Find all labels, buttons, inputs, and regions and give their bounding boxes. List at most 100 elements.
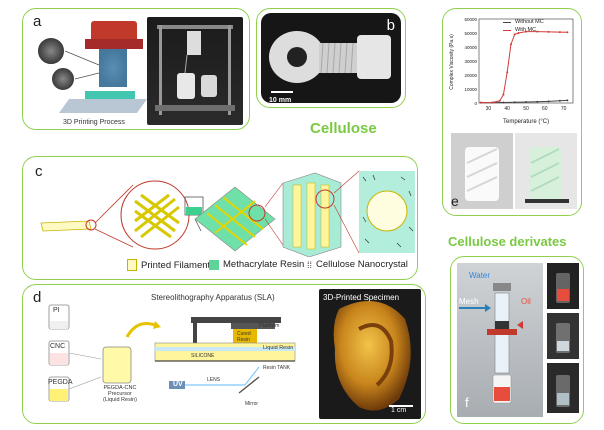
cellulose-nanocrystal-icon: ⁞⁞ [307, 259, 313, 270]
precursor-line-3: (Liquid Resin) [103, 397, 137, 403]
data-point [491, 101, 494, 104]
oil-label: Oil [521, 297, 531, 306]
without-mc-swatch [503, 21, 511, 23]
y-tick-label: 20000 [464, 73, 477, 78]
resin-tank-label: Resin TANK [263, 365, 291, 371]
data-point [502, 93, 505, 96]
specimen-title: 3D-Printed Specimen [323, 293, 400, 302]
legend-without-mc-label: Without MC [515, 19, 544, 25]
printing-process-caption: 3D Printing Process [63, 119, 125, 126]
precursor-label: PEGDA-CNC Precursor (Liquid Resin) [103, 385, 137, 403]
water-label: Water [469, 271, 491, 280]
legend-with-mc-label: With MC [515, 27, 537, 33]
data-point [558, 31, 561, 34]
panel-d-label: d [33, 289, 42, 306]
cured-resin-label: Cured Resin [237, 331, 251, 343]
lens-label: LENS [207, 377, 221, 383]
data-point [513, 101, 516, 104]
data-point [547, 30, 550, 33]
x-tick-label: 50 [523, 106, 529, 112]
panel-c: c [22, 156, 418, 280]
vase-photo-right [515, 133, 577, 209]
sla-illustration [48, 304, 296, 402]
vial-photo-bottom [547, 363, 579, 413]
data-point [558, 99, 561, 102]
y-tick-label: 60000 [464, 17, 477, 22]
data-point [479, 101, 482, 104]
liquid-resin-label: Liquid Resin [263, 345, 294, 351]
separation-photo [457, 263, 543, 417]
panel-d: d Stereolithography Apparatus (SLA) PI C… [22, 284, 426, 424]
panel-a: a 3D Printing Process [22, 8, 250, 130]
legend-cellulose-nanocrystal-label: Cellulose Nanocrystal [316, 259, 408, 270]
cellulose-heading: Cellulose [310, 120, 377, 137]
y-tick-label: 50000 [464, 31, 477, 36]
precursor-line-2: Precursor [108, 391, 132, 397]
panel-b-scale: 10 mm [269, 97, 292, 104]
platform-label: Platform [259, 323, 280, 329]
x-tick-label: 70 [561, 106, 567, 112]
cellulose-derivates-heading: Cellulose derivates [448, 234, 567, 249]
legend-printed-filament-label: Printed Filament [141, 259, 211, 271]
legend-with-mc: With MC [503, 27, 536, 33]
data-point [517, 32, 520, 34]
panel-f-label: f [465, 395, 469, 410]
panel-e-label: e [451, 193, 459, 209]
legend-methacrylate-resin-label: Methacrylate Resin [223, 259, 305, 270]
legend-printed-filament: Printed Filament [127, 259, 210, 271]
x-tick-label: 30 [486, 106, 492, 112]
beaker-pegda-label: PEGDA [48, 379, 73, 386]
chart-ylabel: Complex Viscosity (Pa.s) [449, 34, 455, 90]
legend-methacrylate-resin: Methacrylate Resin [209, 259, 304, 270]
mesh-label: Mesh [459, 297, 479, 306]
vial-photo-middle [547, 313, 579, 359]
cured-line-1: Cured [237, 331, 251, 337]
data-point [525, 101, 527, 104]
silicone-label: SILICONE [191, 353, 215, 359]
vial-photo-top [547, 263, 579, 309]
x-tick-label: 60 [542, 106, 548, 112]
with-mc-swatch [503, 29, 511, 31]
legend-without-mc: Without MC [503, 19, 544, 25]
y-tick-label: 30000 [464, 59, 477, 64]
uv-label: UV [173, 381, 183, 388]
panel-b: b 10 mm [256, 8, 406, 108]
cured-line-2: Resin [237, 337, 250, 343]
methacrylate-resin-icon [209, 259, 219, 270]
chart-xlabel: Temperature (°C) [503, 119, 550, 125]
bolt-photo [261, 13, 401, 103]
data-point [498, 99, 501, 102]
data-point [536, 100, 539, 103]
data-point [525, 30, 527, 33]
data-point [502, 101, 505, 104]
data-point [547, 100, 550, 103]
sla-title: Stereolithography Apparatus (SLA) [151, 293, 275, 302]
panel-c-illustration [40, 170, 415, 257]
data-point [566, 99, 569, 102]
printing-process-illustration [36, 21, 147, 113]
beaker-pi-label: PI [53, 307, 60, 314]
data-point [509, 43, 512, 46]
y-tick-label: 40000 [464, 45, 477, 50]
y-tick-label: 0 [474, 101, 477, 106]
vase-photo-left [451, 133, 513, 209]
panel-f: Water Oil Mesh f [450, 256, 584, 424]
y-tick-label: 10000 [464, 87, 477, 92]
series-line-1 [480, 31, 568, 104]
legend-cellulose-nanocrystal: ⁞⁞ Cellulose Nanocrystal [307, 259, 408, 270]
panel-c-label: c [35, 163, 43, 180]
precursor-line-1: PEGDA-CNC [103, 385, 137, 391]
printer-photo [147, 17, 243, 125]
data-point [536, 30, 539, 33]
mirror-label: Mirror [245, 401, 259, 407]
data-point [506, 71, 509, 74]
data-point [513, 33, 516, 36]
printed-filament-icon [127, 259, 137, 271]
specimen-photo [319, 289, 421, 419]
panel-a-label: a [33, 13, 42, 30]
panel-b-label: b [386, 17, 395, 34]
data-point [566, 31, 569, 34]
specimen-scale: 1 cm [391, 407, 407, 414]
